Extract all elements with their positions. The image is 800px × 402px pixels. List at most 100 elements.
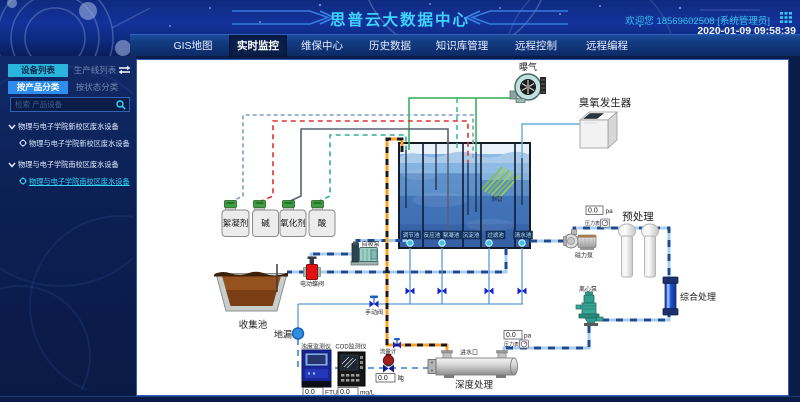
oxidant-pipe: [287, 128, 449, 232]
filter-vessel: [641, 223, 659, 278]
pressure-gauge-1: 0.0 pa 压力表: [585, 205, 613, 228]
bottle-label: 氧化剂: [280, 218, 306, 228]
magnetic-pump[interactable]: 磁力泵: [563, 229, 597, 260]
flow-unit: 吨: [398, 374, 405, 383]
gauge2-value: 0.0: [506, 332, 516, 339]
pressure-gauge-2: 0.0 pa 压力表: [503, 330, 532, 349]
collection-pool-label: 收集池: [239, 319, 268, 331]
manual-valve-label: 手动阀: [365, 309, 383, 317]
tree-item-new-campus[interactable]: 物理与电子学院新校区废水设备: [0, 138, 133, 150]
svg-text:絮凝池: 絮凝池: [443, 231, 460, 239]
floor-drain-label: 地漏: [274, 329, 292, 340]
bottle-oxidant[interactable]: 氧化剂: [279, 200, 307, 237]
welcome-text: 欢迎您 18569602508 [系统管理员]: [625, 13, 770, 27]
sidebar-tab-device-list[interactable]: 设备列表: [8, 64, 68, 77]
gauge1-label: 压力表: [585, 220, 600, 227]
pretreatment-unit[interactable]: 预处理: [618, 211, 659, 278]
gauge2-unit: pa: [524, 333, 532, 340]
tree-group-label: 物理与电子学院新校区废水设备: [18, 122, 119, 131]
swap-arrows-icon[interactable]: [118, 65, 131, 75]
chevron-down-icon: [8, 162, 16, 168]
bottle-alkali[interactable]: 碱: [252, 200, 279, 237]
flow-value: 0.0: [378, 375, 388, 382]
inlet-label: 进水口: [460, 349, 478, 357]
bottle-flocculant[interactable]: 絮凝剂: [221, 200, 250, 237]
incline-tube-media: 斜管: [480, 166, 521, 203]
electric-valve[interactable]: 电动蝶阀: [300, 256, 324, 289]
comprehensive-column[interactable]: 综合处理: [662, 276, 716, 316]
blower-label: 曝气: [519, 61, 537, 72]
tree-item-south-campus[interactable]: 物理与电子学院南校区废水设备: [0, 176, 133, 188]
search-input[interactable]: [15, 99, 110, 110]
ozone-pipe: [521, 123, 580, 158]
drain-valves[interactable]: [405, 287, 527, 295]
tree-group-label: 物理与电子学院南校区废水设备: [18, 160, 119, 169]
filter-vessel: [618, 223, 636, 278]
collection-pool[interactable]: 收集池: [214, 264, 288, 331]
svg-text:清水池: 清水池: [515, 231, 532, 239]
manual-valve[interactable]: 手动阀: [365, 295, 383, 317]
nav-tab-knowledge[interactable]: 知识库管理: [435, 40, 489, 52]
svg-text:反应池: 反应池: [424, 231, 441, 239]
ozone-generator[interactable]: 臭氧发生器: [579, 96, 632, 149]
nav-bar: GIS地图 实时监控 维保中心 历史数据 知识库管理 远程控制 远程编程: [130, 34, 800, 57]
comprehensive-label: 综合处理: [680, 291, 716, 302]
tree-group-new-campus[interactable]: 物理与电子学院新校区废水设备: [0, 121, 133, 133]
footer-bar: [0, 396, 800, 402]
tank-ports: [406, 239, 526, 247]
nav-tab-realtime[interactable]: 实时监控: [229, 35, 287, 57]
pretreatment-label: 预处理: [622, 211, 654, 223]
turbidity-unit: FTU: [325, 390, 338, 396]
self-priming-pump[interactable]: 自吸泵: [350, 240, 380, 266]
bottle-label: 碱: [261, 218, 270, 228]
tank-border: [398, 142, 531, 249]
deep-treatment-unit[interactable]: 进水口 深度处理: [427, 349, 518, 392]
svg-text:调节池: 调节池: [403, 231, 420, 239]
drain-manifold-pipe: [297, 248, 523, 328]
ozone-label: 臭氧发生器: [579, 96, 632, 109]
self-priming-pump-label: 自吸泵: [361, 240, 379, 248]
svg-text:沉淀池: 沉淀池: [463, 231, 480, 239]
turbidity-label: 浊度监测仪: [301, 343, 331, 351]
sidebar-tab-by-status[interactable]: 按状态分类: [75, 82, 119, 92]
flow-meter-label: 流量计: [380, 347, 397, 355]
turbidity-monitor[interactable]: 浊度监测仪 0.0 FTU: [301, 343, 338, 396]
centrifugal-pump-label: 离心泵: [579, 285, 597, 293]
nav-tab-gis[interactable]: GIS地图: [173, 40, 213, 52]
cod-monitor[interactable]: COD监测仪 0.0 mg/L: [335, 343, 375, 396]
floor-drain[interactable]: 地漏: [274, 327, 305, 340]
sidebar-tab-by-product[interactable]: 按产品分类: [8, 81, 68, 94]
nav-tab-remote-program[interactable]: 远程编程: [586, 40, 628, 52]
tree-item-label: 物理与电子学院南校区废水设备: [29, 177, 130, 186]
bottle-acid[interactable]: 酸: [308, 200, 336, 237]
search-icon[interactable]: [116, 100, 126, 110]
chemical-bottles: 絮凝剂 碱 氧化剂: [221, 200, 336, 237]
aeration-pipe: [408, 97, 513, 152]
role-badge: [系统管理员]: [717, 16, 770, 27]
nav-tab-maintenance[interactable]: 维保中心: [301, 40, 343, 52]
centrifugal-pump[interactable]: 离心泵: [575, 285, 604, 326]
sidebar: 设备列表 生产线列表 按产品分类 按状态分类 物理与电子学院新校区废水设备: [0, 56, 136, 402]
deep-treatment-label: 深度处理: [455, 379, 494, 391]
bottle-label: 絮凝剂: [223, 218, 249, 228]
svg-text:过滤池: 过滤池: [487, 231, 504, 239]
tree-group-south-campus[interactable]: 物理与电子学院南校区废水设备: [0, 159, 133, 171]
nav-tab-remote-control[interactable]: 远程控制: [515, 40, 557, 52]
cod-value: 0.0: [340, 389, 350, 395]
aeration-blower[interactable]: 曝气: [509, 61, 546, 103]
sludge-valve[interactable]: [393, 338, 401, 349]
flocculant-pipe: [229, 114, 474, 203]
nav-tab-history[interactable]: 历史数据: [369, 40, 411, 52]
grid-menu-icon[interactable]: [780, 12, 792, 23]
gauge1-value: 0.0: [588, 208, 598, 215]
sludge-pipe-dash: [385, 137, 449, 353]
electric-valve-label: 电动蝶阀: [300, 280, 324, 288]
turbidity-value: 0.0: [305, 389, 315, 395]
gauge-icon: [519, 339, 529, 349]
sidebar-tab-line-list[interactable]: 生产线列表: [73, 65, 117, 75]
treatment-tank[interactable]: [399, 143, 530, 248]
flow-meter[interactable]: 流量计 0.0 吨: [375, 347, 405, 383]
cod-unit: mg/L: [360, 390, 375, 396]
device-icon: [19, 177, 27, 185]
